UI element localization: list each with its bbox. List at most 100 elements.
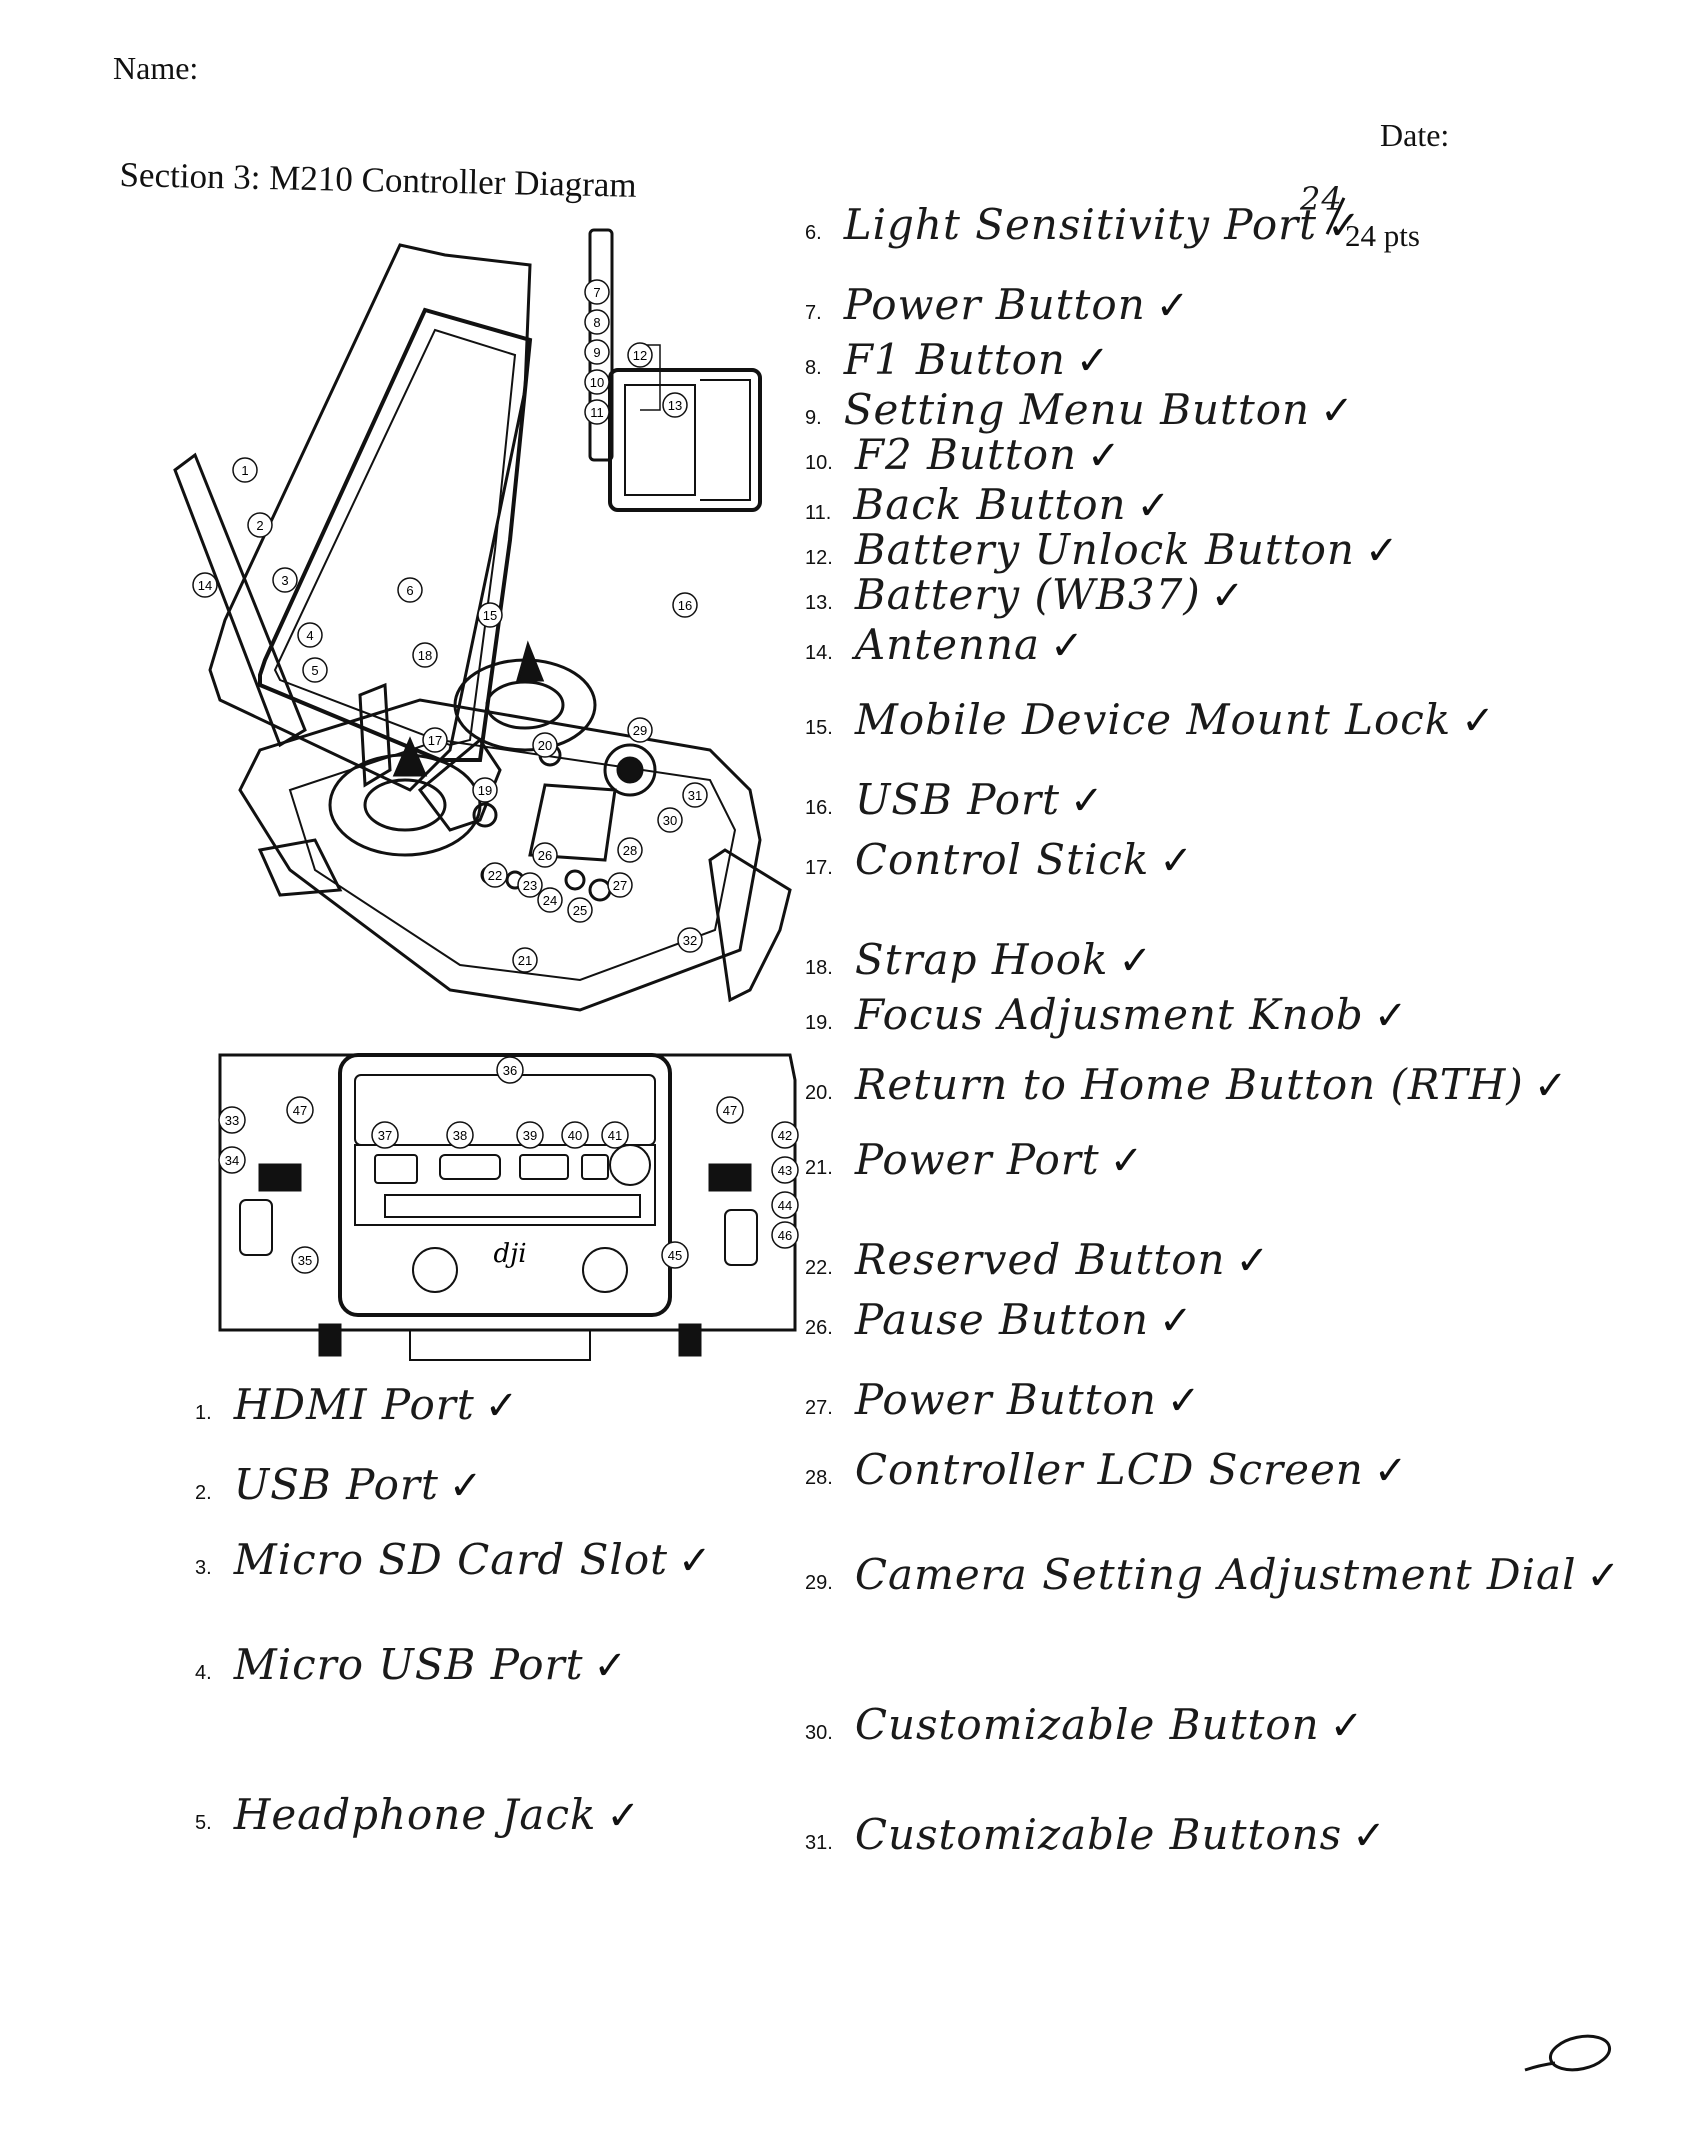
check-mark-icon: ✓ [1320,388,1354,434]
check-mark-icon: ✓ [1235,1238,1270,1284]
callout-number: 16 [678,598,692,613]
callout-number: 31 [688,788,702,803]
callout-number: 1 [241,463,248,478]
handwritten-answer: Power Button [854,1375,1157,1424]
handwritten-answer: HDMI Port [233,1380,475,1429]
item-number: 7. [805,302,822,324]
callout-number: 37 [378,1128,392,1143]
callout-number: 22 [488,868,502,883]
handwritten-answer: Strap Hook [854,935,1109,984]
answer-item: 28.Controller LCD Screen✓ [805,1445,1407,1494]
callout-circle [672,592,698,618]
section-title: Section 3: M210 Controller Diagram [119,155,638,205]
callout-number: 26 [538,848,552,863]
item-number: 9. [805,407,822,429]
handwritten-answer: Customizable Button [854,1700,1320,1749]
callout-circle [584,369,610,395]
check-mark-icon: ✓ [1087,433,1121,479]
item-number: 13. [805,592,833,614]
item-number: 17. [805,857,833,879]
check-mark-icon: ✓ [1075,338,1110,384]
item-number: 2. [195,1482,212,1504]
handwritten-answer: Reserved Button [854,1235,1226,1284]
callout-number: 18 [418,648,432,663]
callout-number: 25 [573,903,587,918]
answer-item: 20.Return to Home Button (RTH)✓ [805,1060,1567,1109]
callout-circle [371,1121,399,1149]
callout-number: 4 [306,628,313,643]
callout-circle [617,837,643,863]
answer-item: 27.Power Button✓ [805,1375,1200,1424]
callout-circle [716,1096,744,1124]
callout-circle [682,782,708,808]
answer-item: 1.HDMI Port✓ [195,1380,518,1429]
callout-number: 2 [256,518,263,533]
callout-circle [412,642,438,668]
callout-circle [286,1096,314,1124]
callout-number: 36 [503,1063,517,1078]
check-mark-icon: ✓ [1109,1138,1144,1184]
callout-circle [232,457,258,483]
check-mark-icon: ✓ [1364,528,1399,574]
callout-circle [291,1246,319,1274]
name-label: Name: [113,50,199,86]
callout-number: 23 [523,878,537,893]
callout-circle [422,727,448,753]
check-mark-icon: ✓ [1461,698,1495,744]
handwritten-answer: Headphone Jack [233,1790,597,1839]
handwritten-answer: F1 Button [843,335,1066,384]
callout-number: 20 [538,738,552,753]
handwritten-answer: USB Port [233,1460,439,1509]
check-mark-icon: ✓ [1352,1813,1386,1859]
check-mark-icon: ✓ [593,1643,628,1689]
handwritten-answer: Back Button [853,480,1127,529]
callout-number: 33 [225,1113,239,1128]
callout-circle [496,1056,524,1084]
check-mark-icon: ✓ [678,1538,712,1584]
handwritten-answer: Antenna [854,620,1041,669]
callout-circle [627,342,653,368]
item-number: 12. [805,547,833,569]
answer-item: 30.Customizable Button✓ [805,1700,1363,1749]
handwritten-answer: Battery (WB37) [854,570,1201,619]
item-number: 8. [805,357,822,379]
callout-circle [532,842,558,868]
answer-item: 17.Control Stick✓ [805,835,1193,884]
item-number: 16. [805,797,833,819]
handwritten-answer: Micro USB Port [233,1640,584,1689]
answer-item: 7.Power Button✓ [805,280,1189,329]
item-number: 10. [805,452,833,474]
callout-circle [397,577,423,603]
item-number: 11. [805,502,832,524]
callout-circle [584,309,610,335]
handwritten-answer: USB Port [854,775,1060,824]
handwritten-answer: Light Sensitivity Port [843,200,1318,249]
callout-circle [771,1156,799,1184]
item-number: 14. [805,642,833,664]
callout-number: 5 [311,663,318,678]
date-label: Date: [1380,117,1450,153]
check-mark-icon: ✓ [1533,1063,1568,1109]
handwritten-answer: Pause Button [854,1295,1150,1344]
check-mark-icon: ✓ [1136,483,1171,529]
item-number: 18. [805,957,833,979]
callout-circle [662,392,688,418]
check-mark-icon: ✓ [1210,573,1245,619]
answer-item: 13. Battery (WB37)✓ [805,570,1244,619]
callout-number: 30 [663,813,677,828]
callout-circle [584,339,610,365]
callout-circle [302,657,328,683]
check-mark-icon: ✓ [1118,938,1152,984]
callout-number: 21 [518,953,532,968]
callout-circle [771,1121,799,1149]
answer-item: 16.USB Port✓ [805,775,1104,824]
item-number: 28. [805,1467,833,1489]
callout-number: 42 [778,1128,792,1143]
callout-number: 41 [608,1128,622,1143]
callout-circle [771,1221,799,1249]
handwritten-answer: Return to Home Button (RTH) [854,1060,1524,1109]
answer-item: 12.Battery Unlock Button✓ [805,525,1399,574]
callout-number: 10 [590,375,604,390]
